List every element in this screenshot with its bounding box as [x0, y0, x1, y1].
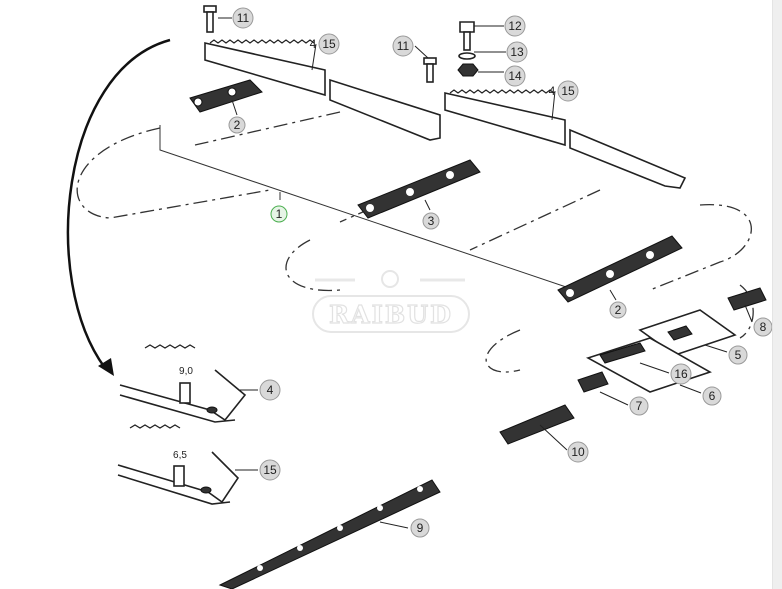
- chain-segment-mid: [357, 159, 481, 219]
- link-parts: [499, 287, 767, 445]
- callout-1: 1: [270, 205, 288, 223]
- svg-text:10: 10: [571, 445, 585, 459]
- svg-text:7: 7: [636, 399, 643, 413]
- callout-2: 2: [609, 301, 627, 319]
- svg-text:8: 8: [760, 320, 767, 334]
- callouts: 11 4 15 11 12 13 14 4 15 2 1 3 2 8 5 16 …: [228, 7, 773, 538]
- svg-text:13: 13: [510, 45, 524, 59]
- chain-long: [218, 479, 441, 589]
- callout-4: 4: [310, 37, 317, 51]
- callout-14: 14: [504, 65, 526, 87]
- callout-7: 7: [629, 396, 649, 416]
- scrollbar[interactable]: [772, 0, 782, 589]
- callout-11: 11: [392, 35, 414, 57]
- chain-loop-outline: [76, 111, 754, 373]
- dimension-label: 9,0: [179, 366, 193, 377]
- callout-13: 13: [506, 41, 528, 63]
- callout-4: 4: [549, 84, 556, 98]
- callout-8: 8: [753, 317, 773, 337]
- svg-text:4: 4: [267, 383, 274, 397]
- callout-15: 15: [318, 33, 340, 55]
- svg-text:2: 2: [234, 118, 241, 132]
- svg-text:11: 11: [237, 11, 250, 25]
- bolt-icon: [203, 5, 479, 83]
- callout-9: 9: [410, 518, 430, 538]
- svg-text:15: 15: [561, 84, 575, 98]
- callout-15: 15: [259, 459, 281, 481]
- watermark-logo: RAIBUD: [312, 270, 470, 333]
- svg-text:2: 2: [615, 303, 622, 317]
- svg-text:9: 9: [417, 521, 424, 535]
- chain-segment-right: [557, 235, 683, 303]
- svg-text:15: 15: [322, 37, 336, 51]
- callout-11: 11: [232, 7, 254, 29]
- svg-text:15: 15: [263, 463, 277, 477]
- dimension-label: 6,5: [173, 450, 187, 461]
- knife-bar-left: [204, 39, 441, 141]
- svg-text:4: 4: [549, 84, 556, 98]
- svg-text:3: 3: [428, 214, 435, 228]
- svg-text:14: 14: [508, 69, 522, 83]
- detail-bar-15: 6,5: [117, 424, 240, 505]
- svg-text:4: 4: [310, 37, 317, 51]
- callout-3: 3: [422, 212, 440, 230]
- svg-text:5: 5: [735, 348, 742, 362]
- callout-12: 12: [504, 15, 526, 37]
- callout-5: 5: [728, 345, 748, 365]
- callout-15: 15: [557, 80, 579, 102]
- callout-4: 4: [259, 379, 281, 401]
- chain-segment-top: [189, 79, 263, 113]
- callout-2: 2: [228, 116, 246, 134]
- detail-bar-4: 9,0: [119, 344, 247, 423]
- knife-bar-right: [444, 89, 687, 189]
- svg-text:RAIBUD: RAIBUD: [329, 300, 453, 329]
- svg-text:11: 11: [397, 39, 410, 53]
- leader-lines: [218, 17, 753, 529]
- svg-text:16: 16: [674, 367, 688, 381]
- callout-10: 10: [567, 441, 589, 463]
- svg-text:6: 6: [709, 389, 716, 403]
- svg-text:1: 1: [276, 207, 283, 221]
- svg-text:12: 12: [508, 19, 522, 33]
- callout-16: 16: [670, 363, 692, 385]
- detail-arrow: [66, 38, 171, 376]
- callout-6: 6: [702, 386, 722, 406]
